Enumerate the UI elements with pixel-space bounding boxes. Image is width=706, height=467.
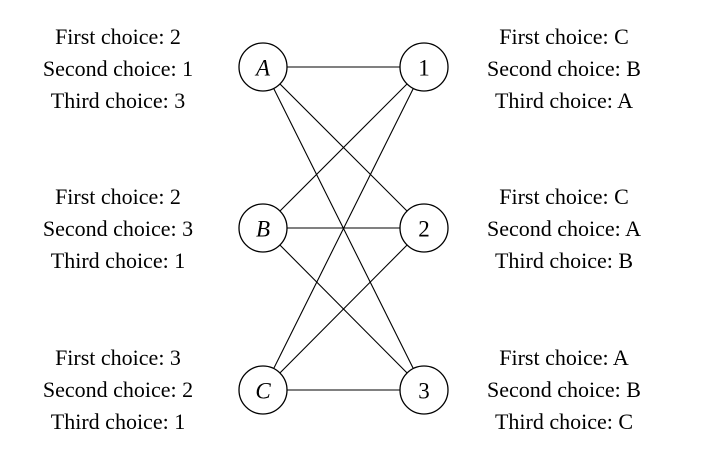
preference-list-C: First choice: 3 Second choice: 2 Third c… <box>16 342 220 438</box>
graph-edge-C-1 <box>262 66 425 391</box>
graph-node-circle-A <box>238 42 288 92</box>
preference-list-1: First choice: C Second choice: B Third c… <box>462 21 666 117</box>
preference-list-3: First choice: A Second choice: B Third c… <box>462 342 666 438</box>
graph-node-circle-B <box>238 203 288 253</box>
preference-line: Third choice: 1 <box>50 248 186 273</box>
preference-line: Second choice: B <box>487 56 641 81</box>
preference-line: Third choice: C <box>494 409 634 434</box>
preference-line: First choice: 3 <box>55 345 181 370</box>
preference-line: Third choice: B <box>494 248 634 273</box>
preference-line: First choice: C <box>499 184 629 209</box>
preference-line: Third choice: 1 <box>50 409 186 434</box>
preference-line: First choice: C <box>499 24 629 49</box>
preference-list-2: First choice: C Second choice: A Third c… <box>462 181 666 277</box>
preference-line: Second choice: A <box>487 216 641 241</box>
preference-line: First choice: A <box>499 345 629 370</box>
preference-line: Second choice: B <box>487 377 641 402</box>
preference-list-B: First choice: 2 Second choice: 3 Third c… <box>16 181 220 277</box>
preference-line: First choice: 2 <box>55 24 181 49</box>
preference-line: Third choice: A <box>494 88 634 113</box>
graph-node-label-C: C <box>255 379 271 404</box>
graph-node-label-1: 1 <box>418 56 430 81</box>
graph-node-circle-2 <box>399 203 449 253</box>
graph-node-label-3: 3 <box>418 379 430 404</box>
preference-line: Third choice: 3 <box>50 88 186 113</box>
graph-node-circle-C <box>238 365 288 415</box>
preference-line: Second choice: 2 <box>42 377 194 402</box>
graph-edge-B-1 <box>262 66 425 229</box>
preference-line: Second choice: 1 <box>42 56 194 81</box>
preference-list-A: First choice: 2 Second choice: 1 Third c… <box>16 21 220 117</box>
preference-line: First choice: 2 <box>55 184 181 209</box>
graph-node-label-B: B <box>256 217 270 242</box>
graph-edge-C-2 <box>262 227 425 391</box>
graph-node-label-A: A <box>254 56 271 81</box>
graph-node-circle-1 <box>399 42 449 92</box>
preference-line: Second choice: 3 <box>42 216 194 241</box>
graph-node-circle-3 <box>399 365 449 415</box>
graph-node-label-2: 2 <box>418 217 430 242</box>
